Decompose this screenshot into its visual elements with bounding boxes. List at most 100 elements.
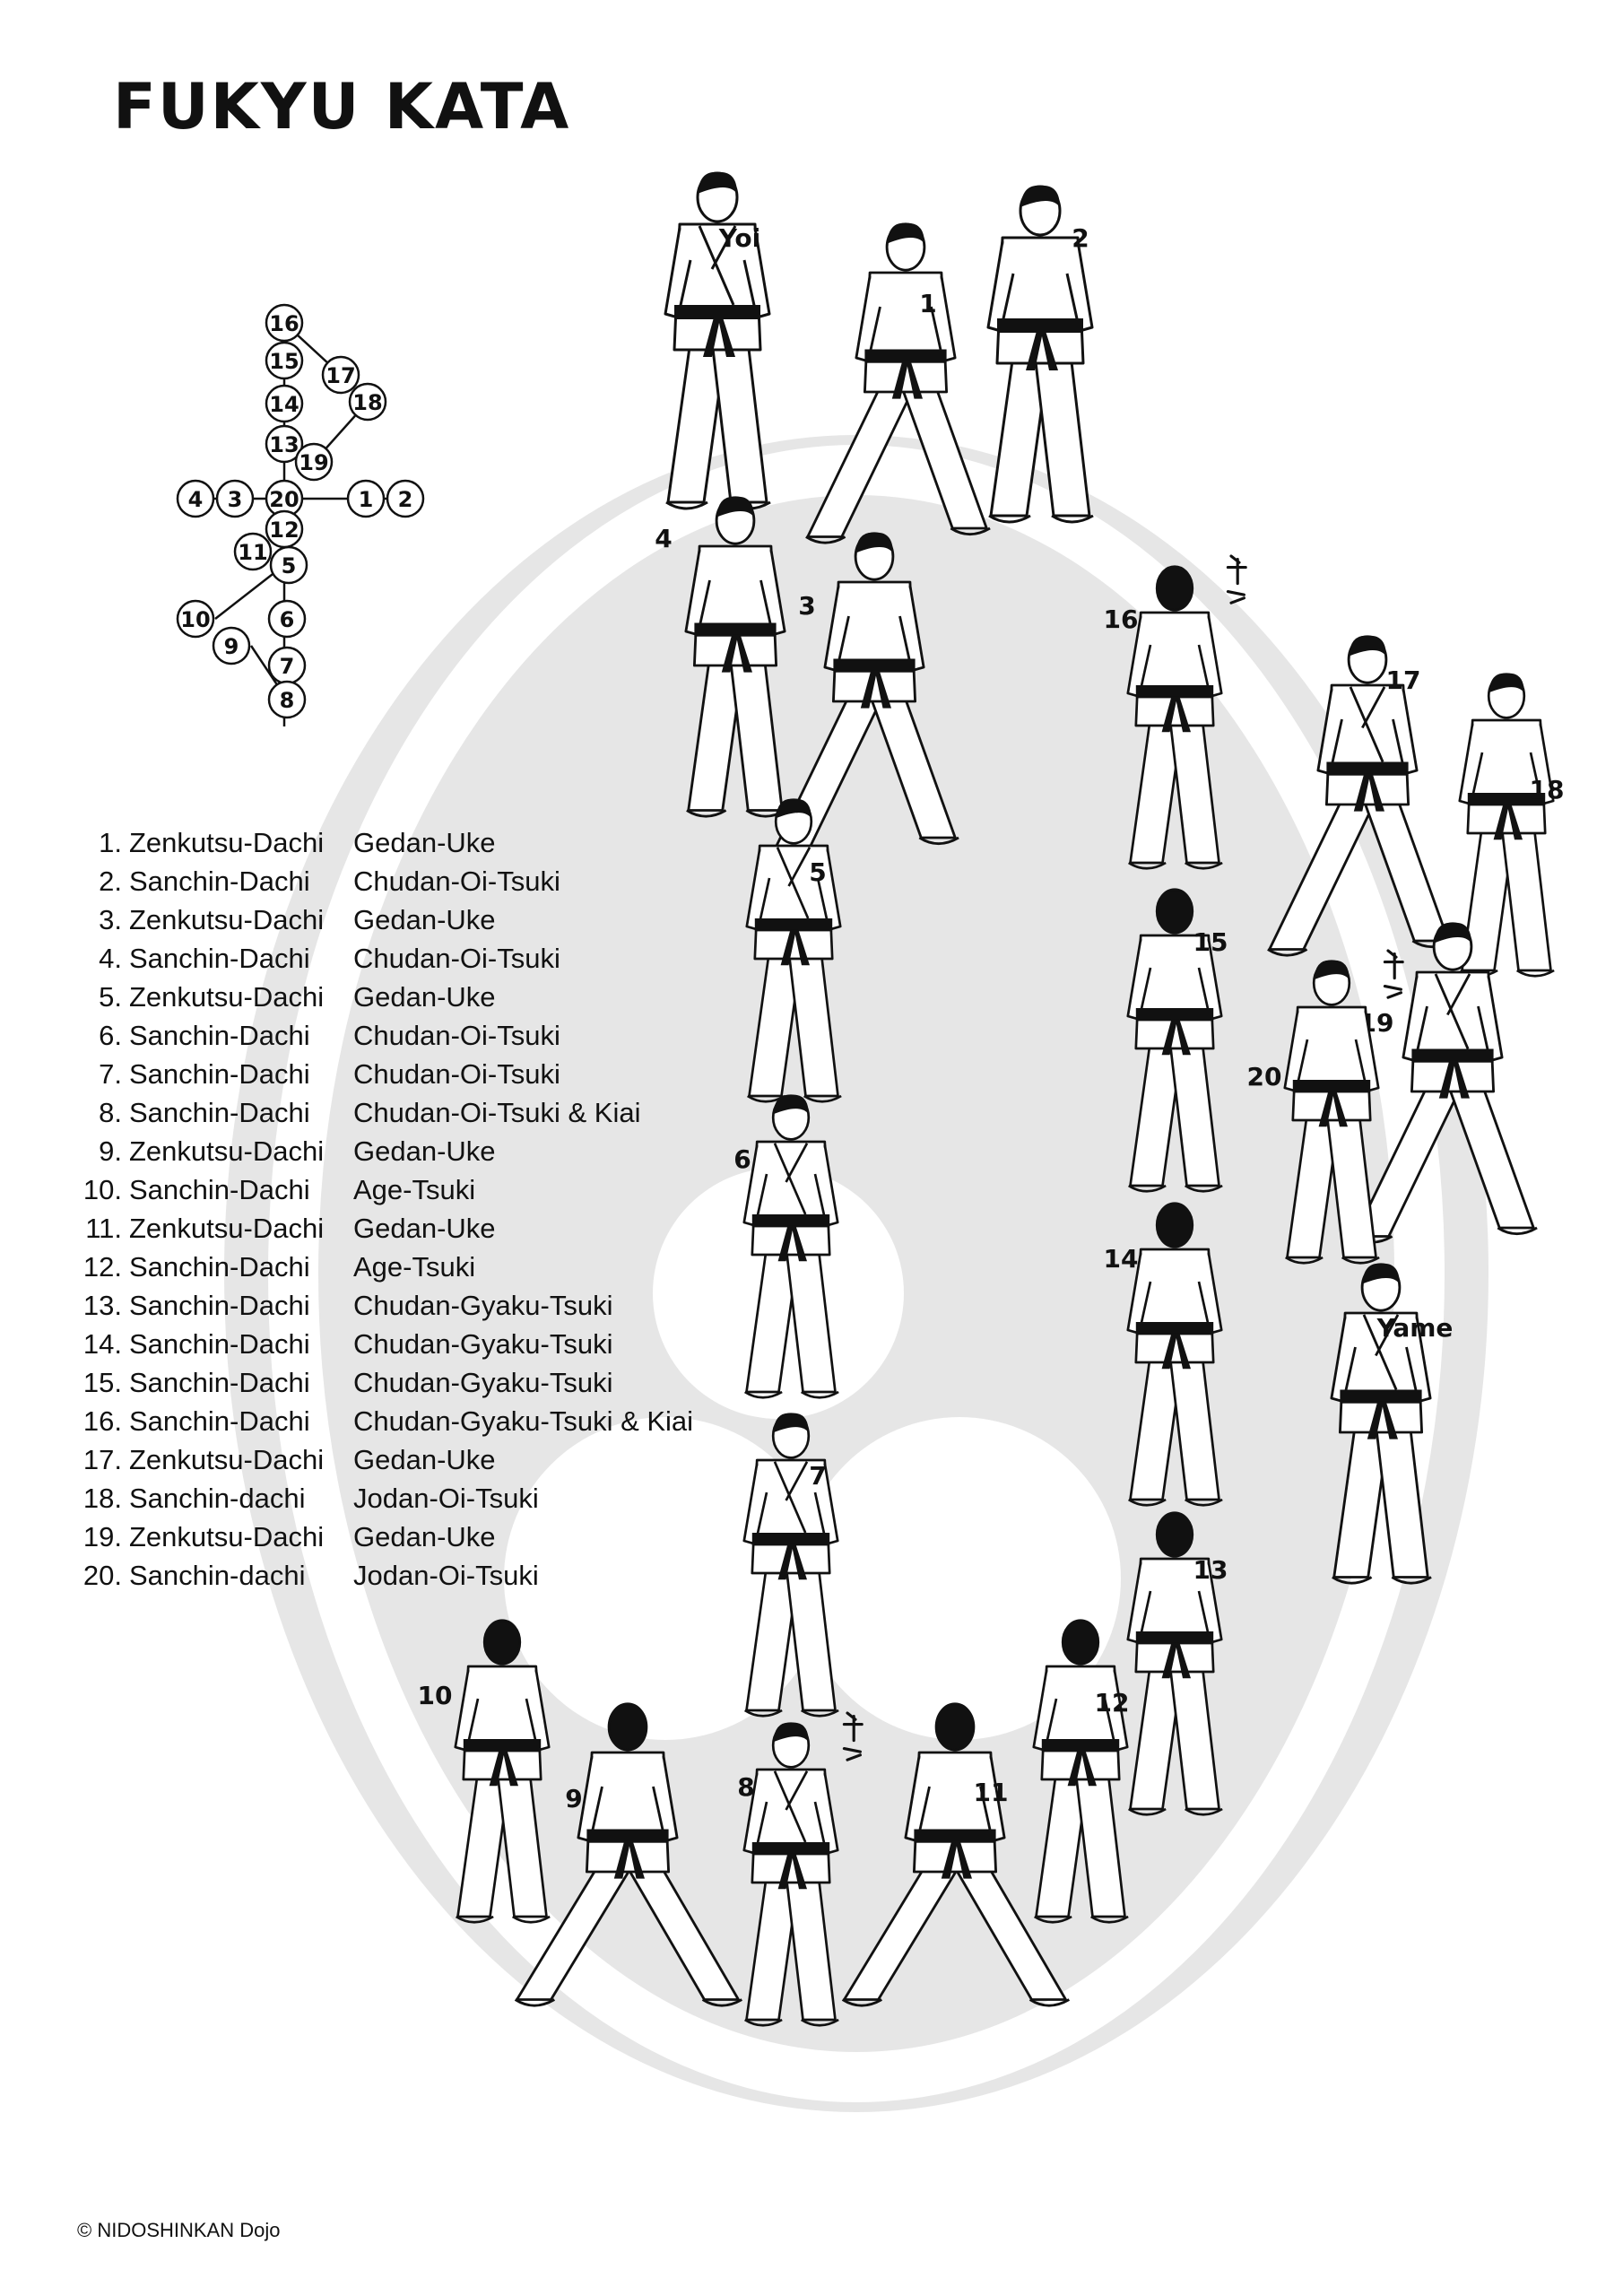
step-stance: Sanchin-Dachi <box>129 1405 310 1437</box>
step-item: 9.Zenkutsu-Dachi Gedan-Uke <box>72 1132 693 1170</box>
step-technique: Age-Tsuki <box>353 1251 476 1283</box>
embusen-node: 17 <box>321 355 360 395</box>
embusen-node-label: 19 <box>299 450 328 475</box>
kata-figure <box>664 171 771 510</box>
step-technique: Gedan-Uke <box>353 981 496 1013</box>
embusen-node: 10 <box>176 599 215 639</box>
step-number: 19. <box>82 1521 122 1552</box>
step-stance: Zenkutsu-Dachi <box>129 1135 325 1167</box>
step-technique: Chudan-Oi-Tsuki <box>353 943 560 974</box>
step-number: 12. <box>82 1251 122 1283</box>
pose-label: Yame <box>1376 1313 1454 1343</box>
pose-label: 11 <box>974 1778 1009 1807</box>
embusen-node-label: 12 <box>269 517 299 543</box>
embusen-node: 3 <box>215 479 255 518</box>
kata-figure <box>841 1702 1071 2007</box>
step-number: 8. <box>99 1097 122 1128</box>
embusen-node-label: 4 <box>188 487 204 512</box>
step-number: 7. <box>99 1058 122 1090</box>
step-stance: Sanchin-Dachi <box>129 1367 310 1398</box>
step-number: 14. <box>82 1328 122 1360</box>
pose-label: 9 <box>565 1784 582 1813</box>
pose-label: 6 <box>733 1144 751 1174</box>
step-number: 1. <box>99 827 122 858</box>
step-item: 12.Sanchin-Dachi Age-Tsuki <box>72 1248 693 1286</box>
kata-figure <box>742 1711 864 2027</box>
embusen-node: 1 <box>346 479 386 518</box>
step-stance: Zenkutsu-Dachi <box>129 1213 325 1244</box>
pose-label: 16 <box>1104 604 1139 634</box>
step-number: 4. <box>99 943 122 974</box>
embusen-node: 15 <box>265 341 304 380</box>
embusen-node-label: 20 <box>269 487 299 512</box>
pose-label: 5 <box>809 857 826 887</box>
embusen-node-label: 9 <box>224 634 239 659</box>
kata-figure <box>514 1702 743 2007</box>
step-stance: Zenkutsu-Dachi <box>129 827 325 858</box>
step-technique: Gedan-Uke <box>353 1213 496 1244</box>
kata-figure <box>1126 1202 1223 1507</box>
step-number: 18. <box>82 1483 122 1514</box>
step-number: 10. <box>82 1174 122 1205</box>
pose-label: 10 <box>418 1681 453 1710</box>
kata-figure <box>454 1619 551 1924</box>
kata-figure <box>1126 888 1223 1193</box>
embusen-node: 12 <box>265 509 304 549</box>
kata-figure <box>986 185 1094 524</box>
embusen-node: 5 <box>269 545 308 585</box>
embusen-node: 13 <box>265 424 304 464</box>
embusen-node-label: 8 <box>280 688 295 713</box>
embusen-node: 4 <box>176 479 215 518</box>
embusen-node-label: 14 <box>269 392 299 417</box>
step-stance: Sanchin-Dachi <box>129 1251 310 1283</box>
step-number: 16. <box>82 1405 122 1437</box>
step-technique: Gedan-Uke <box>353 1521 496 1552</box>
step-number: 9. <box>99 1135 122 1167</box>
pose-label: 1 <box>919 289 936 318</box>
embusen-node-label: 6 <box>280 607 295 632</box>
kata-figure <box>1330 1263 1432 1585</box>
embusen-node: 8 <box>267 680 307 719</box>
embusen-node: 14 <box>265 384 304 423</box>
embusen-node-label: 17 <box>325 363 355 388</box>
step-technique: Gedan-Uke <box>353 827 496 858</box>
step-technique: Gedan-Uke <box>353 1444 496 1475</box>
step-stance: Zenkutsu-Dachi <box>129 981 325 1013</box>
pose-label: 15 <box>1193 927 1228 957</box>
step-stance: Zenkutsu-Dachi <box>129 1444 325 1475</box>
kiai-calligraphy-icon <box>1226 554 1247 604</box>
pose-label: 2 <box>1072 223 1089 253</box>
embusen-node: 18 <box>348 382 387 422</box>
step-number: 3. <box>99 904 122 935</box>
pose-label: 3 <box>798 591 815 621</box>
kata-figure <box>1126 1511 1223 1816</box>
pose-label: 20 <box>1247 1062 1282 1091</box>
embusen-node-label: 13 <box>269 432 299 457</box>
step-number: 11. <box>85 1213 122 1244</box>
pose-label: Yoi <box>718 223 761 253</box>
embusen-node: 16 <box>265 303 304 343</box>
step-technique: Gedan-Uke <box>353 1135 496 1167</box>
kata-figure <box>1126 554 1247 870</box>
pose-label: 4 <box>655 524 672 553</box>
step-number: 2. <box>99 865 122 897</box>
step-technique: Chudan-Oi-Tsuki <box>353 865 560 897</box>
kata-figure <box>1032 1619 1129 1924</box>
step-number: 6. <box>99 1020 122 1051</box>
kiai-calligraphy-icon <box>842 1711 864 1761</box>
embusen-node-label: 1 <box>359 487 374 512</box>
page-title: FUKYU KATA <box>113 70 571 144</box>
step-stance: Sanchin-Dachi <box>129 1097 310 1128</box>
